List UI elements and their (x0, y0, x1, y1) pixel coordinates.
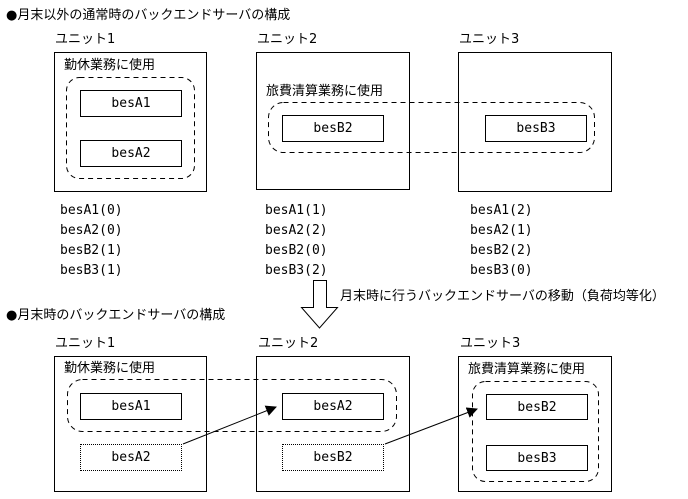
unit3-label-top: ユニット3 (459, 32, 520, 47)
generation-entry: besA1(1) (265, 203, 328, 218)
unit1-label-top: ユニット1 (55, 32, 116, 47)
unit1-label-bottom: ユニット1 (55, 336, 116, 351)
unit3-label-bottom: ユニット3 (460, 336, 521, 351)
generation-entry: besA2(0) (60, 223, 123, 238)
generation-entry: besA2(1) (470, 223, 533, 238)
unit1-box-top (54, 52, 207, 192)
generation-entry: besA1(2) (470, 203, 533, 218)
generation-entry: besB3(0) (470, 263, 533, 278)
transition-label: 月末時に行うバックエンドサーバの移動（負荷均等化） (340, 289, 665, 304)
server-box-besA2-bottom: besA2 (282, 393, 384, 420)
server-box-besB2-bottom: besB2 (486, 394, 588, 420)
unit1-business-label-bottom: 勤休業務に使用 (64, 361, 156, 376)
transition-down-arrow-icon (300, 280, 339, 329)
unit2-business-label-top: 旅費清算業務に使用 (266, 84, 384, 99)
unit1-box-bottom (54, 356, 207, 492)
unit3-business-label-bottom: 旅費清算業務に使用 (468, 362, 586, 377)
server-box-besB3-bottom: besB3 (486, 445, 588, 471)
generation-entry: besB2(1) (60, 243, 123, 258)
moved-server-box-besB2: besB2 (282, 444, 384, 471)
unit2-generation-list: besA1(1) besA2(2) besB2(0) besB3(2) (265, 201, 328, 281)
server-box-besB3-top: besB3 (485, 115, 587, 142)
generation-entry: besA2(2) (265, 223, 328, 238)
server-box-besB2-top: besB2 (282, 115, 384, 142)
server-box-besA1-top: besA1 (80, 90, 182, 117)
unit2-label-bottom: ユニット2 (258, 336, 319, 351)
server-box-besA2-top: besA2 (80, 140, 182, 167)
server-box-besA1-bottom: besA1 (80, 393, 182, 420)
generation-entry: besB3(1) (60, 263, 123, 278)
generation-entry: besB2(2) (470, 243, 533, 258)
unit3-generation-list: besA1(2) besA2(1) besB2(2) besB3(0) (470, 201, 533, 281)
generation-entry: besA1(0) (60, 203, 123, 218)
unit2-box-bottom (256, 356, 410, 492)
generation-entry: besB3(2) (265, 263, 328, 278)
unit1-generation-list: besA1(0) besA2(0) besB2(1) besB3(1) (60, 201, 123, 281)
generation-entry: besB2(0) (265, 243, 328, 258)
moved-server-box-besA2: besA2 (80, 444, 182, 471)
bottom-section-title: ●月末時のバックエンドサーバの構成 (6, 308, 226, 323)
unit2-label-top: ユニット2 (257, 32, 318, 47)
top-section-title: ●月末以外の通常時のバックエンドサーバの構成 (6, 8, 291, 23)
unit1-business-label-top: 勤休業務に使用 (64, 58, 156, 73)
